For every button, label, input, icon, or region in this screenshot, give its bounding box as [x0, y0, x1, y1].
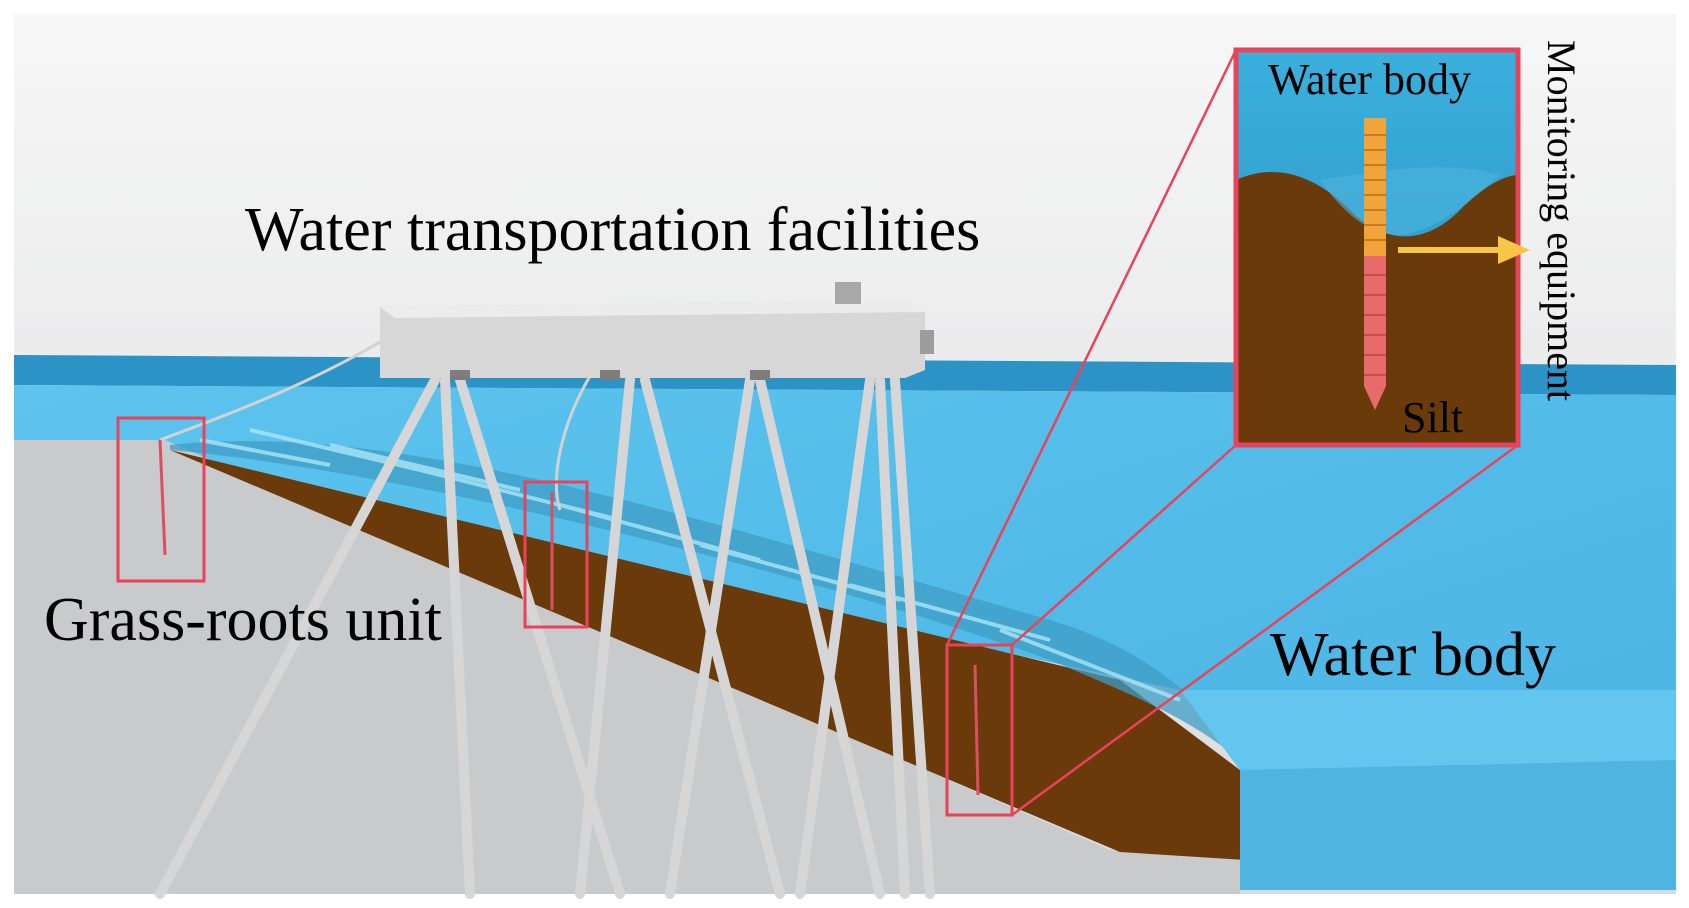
sensor-probe-3	[973, 664, 980, 796]
ground-surface	[14, 440, 1240, 894]
sensor-rod-tip	[1364, 386, 1386, 410]
zoom-lines	[945, 49, 1519, 817]
sensor-probe-1	[158, 439, 167, 556]
grass-roots-box-3	[945, 643, 1014, 817]
label-facilities: Water transportation facilities	[245, 196, 980, 264]
label-water-body-main: Water body	[1270, 621, 1556, 689]
facility-pipes	[155, 375, 935, 899]
inset-panel	[1233, 47, 1521, 448]
label-inset-silt: Silt	[1402, 393, 1463, 442]
grass-roots-box-1	[116, 416, 206, 583]
label-grass-roots: Grass-roots unit	[44, 586, 442, 654]
label-monitoring: Monitoring equipment	[1539, 40, 1584, 401]
facility-unit	[380, 282, 934, 380]
label-inset-water-body: Water body	[1268, 55, 1471, 104]
water-step-top	[1180, 690, 1676, 770]
grass-roots-box-2	[523, 480, 589, 629]
monitoring-arrow-head	[1498, 236, 1530, 264]
sensor-rod-upper	[1364, 118, 1386, 256]
water-step	[1240, 760, 1676, 890]
sensor-rod-lower	[1364, 256, 1386, 386]
